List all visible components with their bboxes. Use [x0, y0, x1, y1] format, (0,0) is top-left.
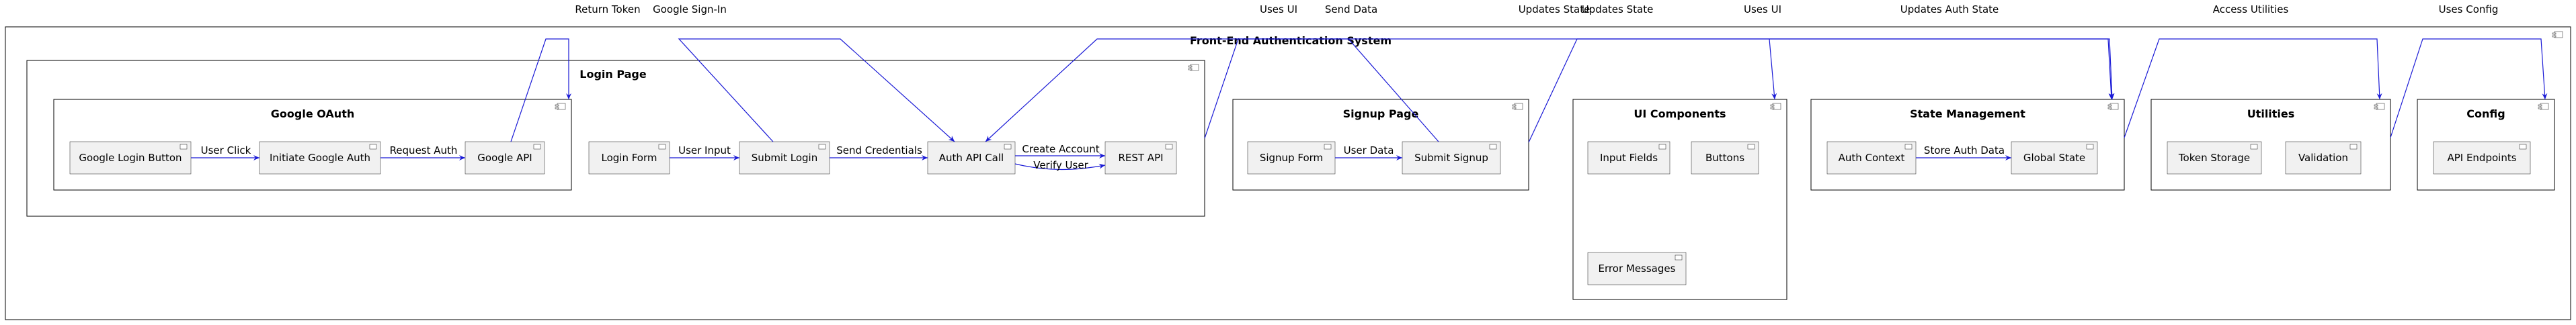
- component-icon: [2374, 103, 2385, 110]
- svg-text:Submit Signup: Submit Signup: [1414, 152, 1488, 164]
- label-user-data: User Data: [1344, 144, 1394, 156]
- component-error-messages: Error Messages: [1587, 252, 1687, 285]
- svg-text:Input Fields: Input Fields: [1600, 152, 1658, 164]
- system-title: Front-End Authentication System: [1190, 34, 1392, 47]
- label-google-sign-in: Google Sign-In: [653, 3, 727, 15]
- label-user-click: User Click: [201, 144, 251, 156]
- ui-components-title: UI Components: [1634, 107, 1726, 120]
- label-uses-ui-1: Uses UI: [1260, 3, 1297, 15]
- component-validation: Validation: [2285, 141, 2362, 175]
- component-api-endpoints: API Endpoints: [2433, 141, 2531, 175]
- svg-text:Login Form: Login Form: [601, 152, 657, 164]
- svg-text:Validation: Validation: [2298, 152, 2348, 164]
- google-oauth-title: Google OAuth: [271, 107, 354, 120]
- edge-updates-state: [1528, 38, 1578, 143]
- svg-text:Error Messages: Error Messages: [1599, 263, 1676, 275]
- state-management-title: State Management: [1910, 107, 2025, 120]
- edge-labels: User Click Request Auth User Input Send …: [201, 3, 2499, 171]
- component-buttons: Buttons: [1691, 141, 1759, 175]
- svg-text:Google Login Button: Google Login Button: [79, 152, 182, 164]
- edge-uses-config: [2390, 38, 2548, 138]
- svg-text:Buttons: Buttons: [1705, 152, 1744, 164]
- component-google-login-button: Google Login Button: [69, 141, 192, 175]
- component-input-fields: Input Fields: [1587, 141, 1671, 175]
- component-icon: [555, 103, 566, 110]
- utilities-title: Utilities: [2247, 107, 2295, 120]
- edge-uses-ui-2: [1769, 38, 1777, 100]
- component-global-state: Global State: [2011, 141, 2098, 175]
- component-login-form: Login Form: [588, 141, 670, 175]
- svg-text:Global State: Global State: [2023, 152, 2085, 164]
- svg-text:Submit Login: Submit Login: [752, 152, 817, 164]
- edge-send-data: [985, 38, 1439, 142]
- label-send-credentials: Send Credentials: [836, 144, 922, 156]
- login-page-title: Login Page: [579, 68, 647, 81]
- svg-text:API Endpoints: API Endpoints: [2447, 152, 2516, 164]
- svg-text:Auth API Call: Auth API Call: [939, 152, 1004, 164]
- component-google-api: Google API: [465, 141, 545, 175]
- signup-page-title: Signup Page: [1343, 107, 1419, 120]
- svg-text:REST API: REST API: [1118, 152, 1163, 164]
- component-icon: [2107, 103, 2119, 110]
- component-icon: [2552, 31, 2563, 38]
- label-uses-config: Uses Config: [2439, 3, 2499, 15]
- component-icon: [1188, 64, 1199, 71]
- label-access-utilities: Access Utilities: [2213, 3, 2289, 15]
- edge-return-token: [510, 38, 571, 142]
- label-return-token: Return Token: [575, 3, 640, 15]
- edge-updates-state-2: [1242, 38, 2115, 100]
- component-auth-api-call: Auth API Call: [927, 141, 1016, 175]
- component-rest-api: REST API: [1104, 141, 1177, 175]
- component-submit-login: Submit Login: [739, 141, 830, 175]
- label-updates-state-2: Updates State: [1582, 3, 1654, 15]
- component-icon: [2538, 103, 2549, 110]
- svg-text:Auth Context: Auth Context: [1839, 152, 1905, 164]
- svg-text:Google API: Google API: [477, 152, 532, 164]
- edges: [191, 38, 2548, 171]
- label-updates-auth-state: Updates Auth State: [1900, 3, 1999, 15]
- label-create-account: Create Account: [1022, 143, 1099, 155]
- config-title: Config: [2466, 107, 2505, 120]
- component-icon: [1512, 103, 1523, 110]
- component-auth-context: Auth Context: [1826, 141, 1917, 175]
- edge-verify-user: [1014, 163, 1106, 171]
- component-initiate-google-auth: Initiate Google Auth: [259, 141, 381, 175]
- svg-text:Token Storage: Token Storage: [2178, 152, 2250, 164]
- component-token-storage: Token Storage: [2167, 141, 2262, 175]
- svg-text:Initiate Google Auth: Initiate Google Auth: [270, 152, 370, 164]
- label-verify-user: Verify User: [1033, 159, 1088, 171]
- label-store-auth-data: Store Auth Data: [1924, 144, 2005, 156]
- label-request-auth: Request Auth: [390, 144, 458, 156]
- component-signup-form: Signup Form: [1247, 141, 1336, 175]
- label-user-input: User Input: [678, 144, 731, 156]
- component-icon: [1770, 103, 1781, 110]
- edge-access-utilities: [2124, 38, 2382, 138]
- label-uses-ui-2: Uses UI: [1744, 3, 1781, 15]
- label-updates-state-1: Updates State: [1519, 3, 1591, 15]
- svg-text:Signup Form: Signup Form: [1260, 152, 1323, 164]
- edge-google-sign-in: [678, 38, 955, 142]
- label-send-data: Send Data: [1325, 3, 1377, 15]
- component-submit-signup: Submit Signup: [1402, 141, 1501, 175]
